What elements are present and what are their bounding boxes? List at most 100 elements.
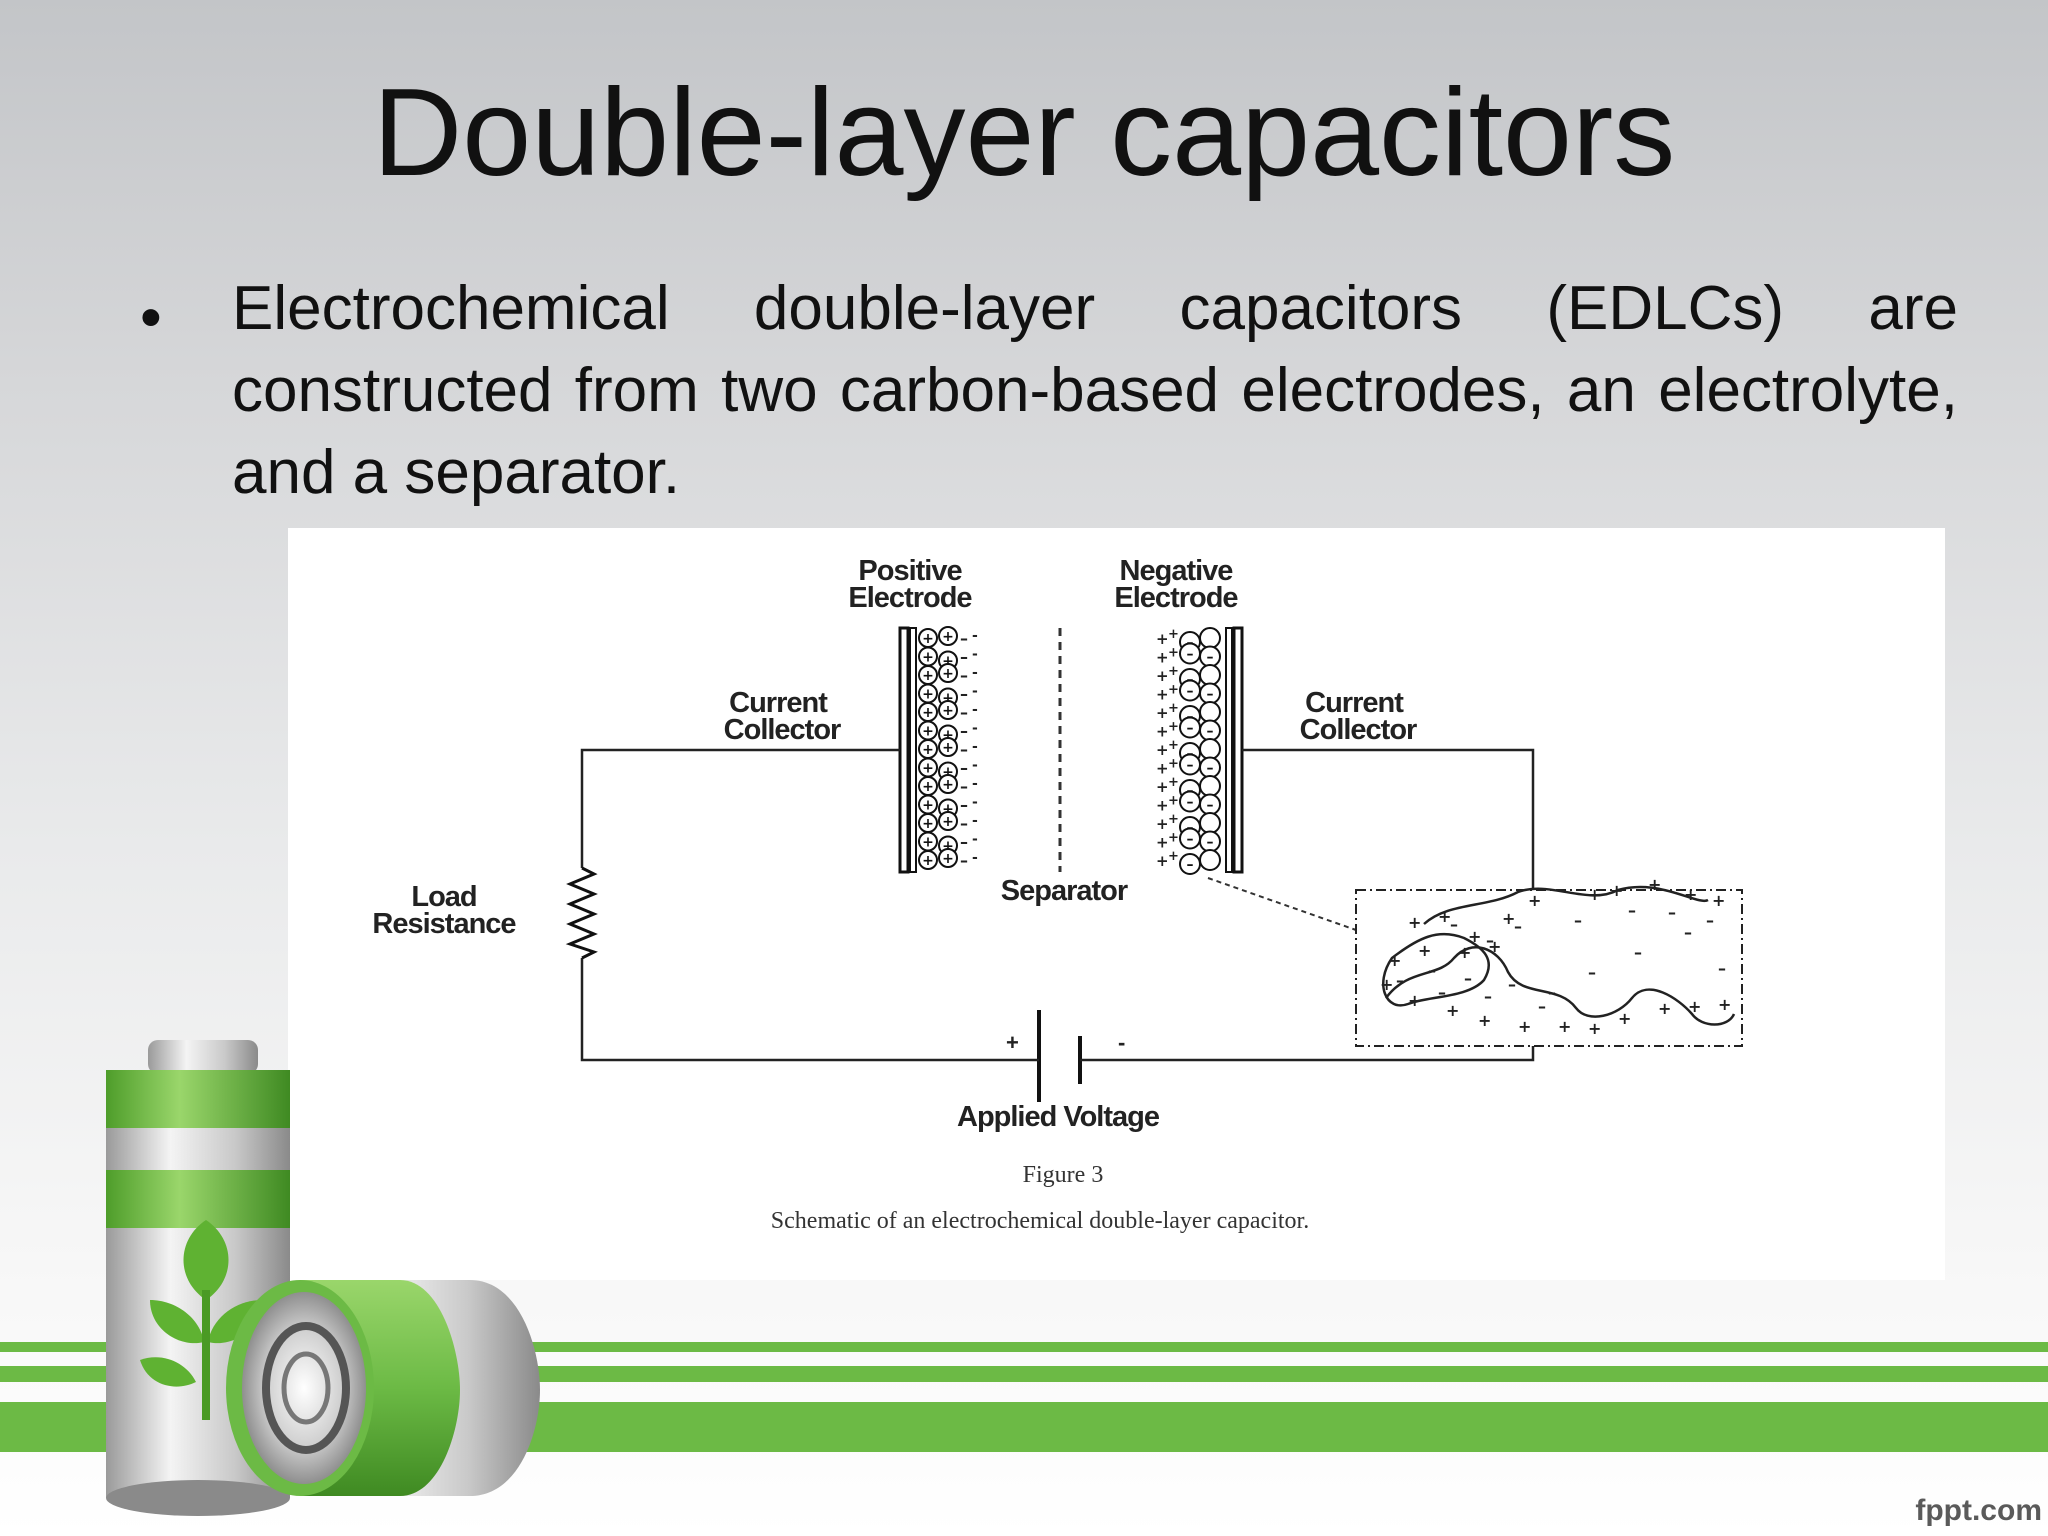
charge-sign: –	[1718, 959, 1726, 978]
charge-sign: –	[960, 777, 968, 796]
charge-sign: +	[1458, 943, 1471, 962]
bullet-text: Electrochemical double-layer capacitors …	[232, 274, 1958, 507]
charge-sign: –	[1668, 903, 1676, 922]
charge-sign: -	[972, 665, 978, 681]
charge-sign: +	[942, 814, 954, 830]
charge-sign: –	[1588, 963, 1596, 982]
charge-sign: +	[1648, 875, 1661, 894]
circuit-wires	[580, 748, 1535, 1062]
charge-sign: +	[1168, 812, 1179, 827]
charge-sign: +	[1156, 741, 1169, 759]
charge-sign: –	[1187, 832, 1194, 848]
charge-sign: –	[1187, 857, 1194, 873]
charge-sign: –	[1207, 650, 1214, 666]
electrode-particle	[1179, 827, 1201, 850]
double-layer-inset: +++++++++++++++++++++++++–––––––––––––––…	[1355, 875, 1743, 1047]
electrode-particle	[1199, 849, 1221, 871]
electrode-particle	[1179, 790, 1201, 813]
charge-sign: +	[1156, 704, 1169, 722]
charge-sign: –	[960, 648, 968, 667]
charge-sign: -	[972, 739, 978, 755]
charge-sign: +	[1168, 701, 1179, 716]
charge-sign: –	[1574, 911, 1582, 930]
electrode-particle	[1179, 642, 1201, 665]
charge-sign: -	[972, 721, 978, 737]
battery-plus-sign: +	[1006, 1030, 1019, 1055]
current-collector-right-label-2: Collector	[1300, 714, 1417, 746]
electrode-particle	[1199, 738, 1221, 760]
figure-number: Figure 3	[1023, 1162, 1104, 1188]
charge-sign: +	[942, 654, 954, 670]
charge-sign: +	[942, 740, 954, 756]
charge-sign: +	[1528, 891, 1541, 910]
charge-sign: +	[1380, 975, 1393, 994]
positive-electrode: ++–-++–-++–-++–-++–-++–-++–-++–-++–-++–-…	[898, 626, 978, 874]
charge-sign: –	[1187, 721, 1194, 737]
charge-sign: –	[1428, 961, 1436, 980]
charge-sign: +	[942, 777, 954, 793]
charge-sign: –	[960, 759, 968, 778]
charge-sign: +	[1156, 760, 1169, 778]
electrode-particle	[938, 663, 958, 683]
charge-sign: +	[1658, 999, 1671, 1018]
charge-sign: +	[1156, 797, 1169, 815]
charge-sign: –	[960, 851, 968, 870]
charge-sign: –	[1514, 917, 1522, 936]
charge-sign: –	[1187, 647, 1194, 663]
electrode-particle	[938, 774, 958, 794]
charge-sign: +	[1518, 1017, 1531, 1036]
charge-sign: +	[1712, 891, 1725, 910]
charge-sign: +	[922, 742, 934, 758]
electrode-particle	[1199, 627, 1221, 649]
charge-sign: +	[1438, 907, 1451, 926]
applied-voltage-battery-icon	[1035, 1010, 1084, 1102]
charge-sign: +	[922, 668, 934, 684]
electrode-particle	[1199, 664, 1221, 686]
charge-sign: -	[972, 776, 978, 792]
charge-sign: +	[922, 724, 934, 740]
charge-sign: –	[960, 629, 968, 648]
charge-sign: +	[922, 631, 934, 647]
charge-sign: +	[1688, 997, 1701, 1016]
charge-sign: +	[1588, 885, 1601, 904]
charge-sign: +	[1610, 881, 1623, 900]
positive-electrode-label-2: Electrode	[848, 582, 972, 614]
charge-sign: +	[1156, 667, 1169, 685]
battery-icon	[106, 1040, 540, 1516]
electrode-particle	[1199, 812, 1221, 834]
charge-sign: –	[1207, 835, 1214, 851]
charge-sign: –	[960, 814, 968, 833]
charge-sign: +	[1168, 646, 1179, 661]
charge-sign: –	[1207, 687, 1214, 703]
negative-electrode-label-2: Electrode	[1114, 582, 1238, 614]
charge-sign: +	[1156, 686, 1169, 704]
charge-sign: +	[1168, 627, 1179, 642]
charge-sign: –	[1634, 943, 1642, 962]
current-collector-left-label-2: Collector	[724, 714, 841, 746]
charge-sign: –	[1438, 983, 1446, 1002]
footer-stripe-1	[0, 1342, 2048, 1352]
charge-sign: +	[922, 705, 934, 721]
charge-sign: -	[972, 795, 978, 811]
charge-sign: +	[1168, 831, 1179, 846]
charge-sign: +	[1156, 723, 1169, 741]
current-collector-left-label-1: Current	[729, 687, 828, 719]
charge-sign: +	[1502, 909, 1515, 928]
charge-sign: +	[922, 798, 934, 814]
positive-electrode-label-1: Positive	[858, 555, 962, 587]
capacitor-schematic-figure: Positive Electrode Negative Electrode Cu…	[288, 528, 1945, 1280]
charge-sign: –	[960, 703, 968, 722]
negative-electrode: –++––++–++––++–++––++–++––++–++––++–++––…	[1156, 626, 1244, 875]
charge-sign: +	[1168, 757, 1179, 772]
charge-sign: +	[1408, 913, 1421, 932]
electrode-particle	[1179, 679, 1201, 702]
charge-sign: -	[972, 758, 978, 774]
electrode-particle	[938, 626, 958, 646]
load-resistance-label-1: Load	[411, 881, 476, 913]
charge-sign: +	[942, 629, 954, 645]
slide-title: Double-layer capacitors	[372, 64, 1676, 202]
electrode-particle	[1199, 701, 1221, 723]
charge-sign: +	[1418, 941, 1431, 960]
charge-sign: –	[1684, 923, 1692, 942]
charge-sign: +	[922, 779, 934, 795]
